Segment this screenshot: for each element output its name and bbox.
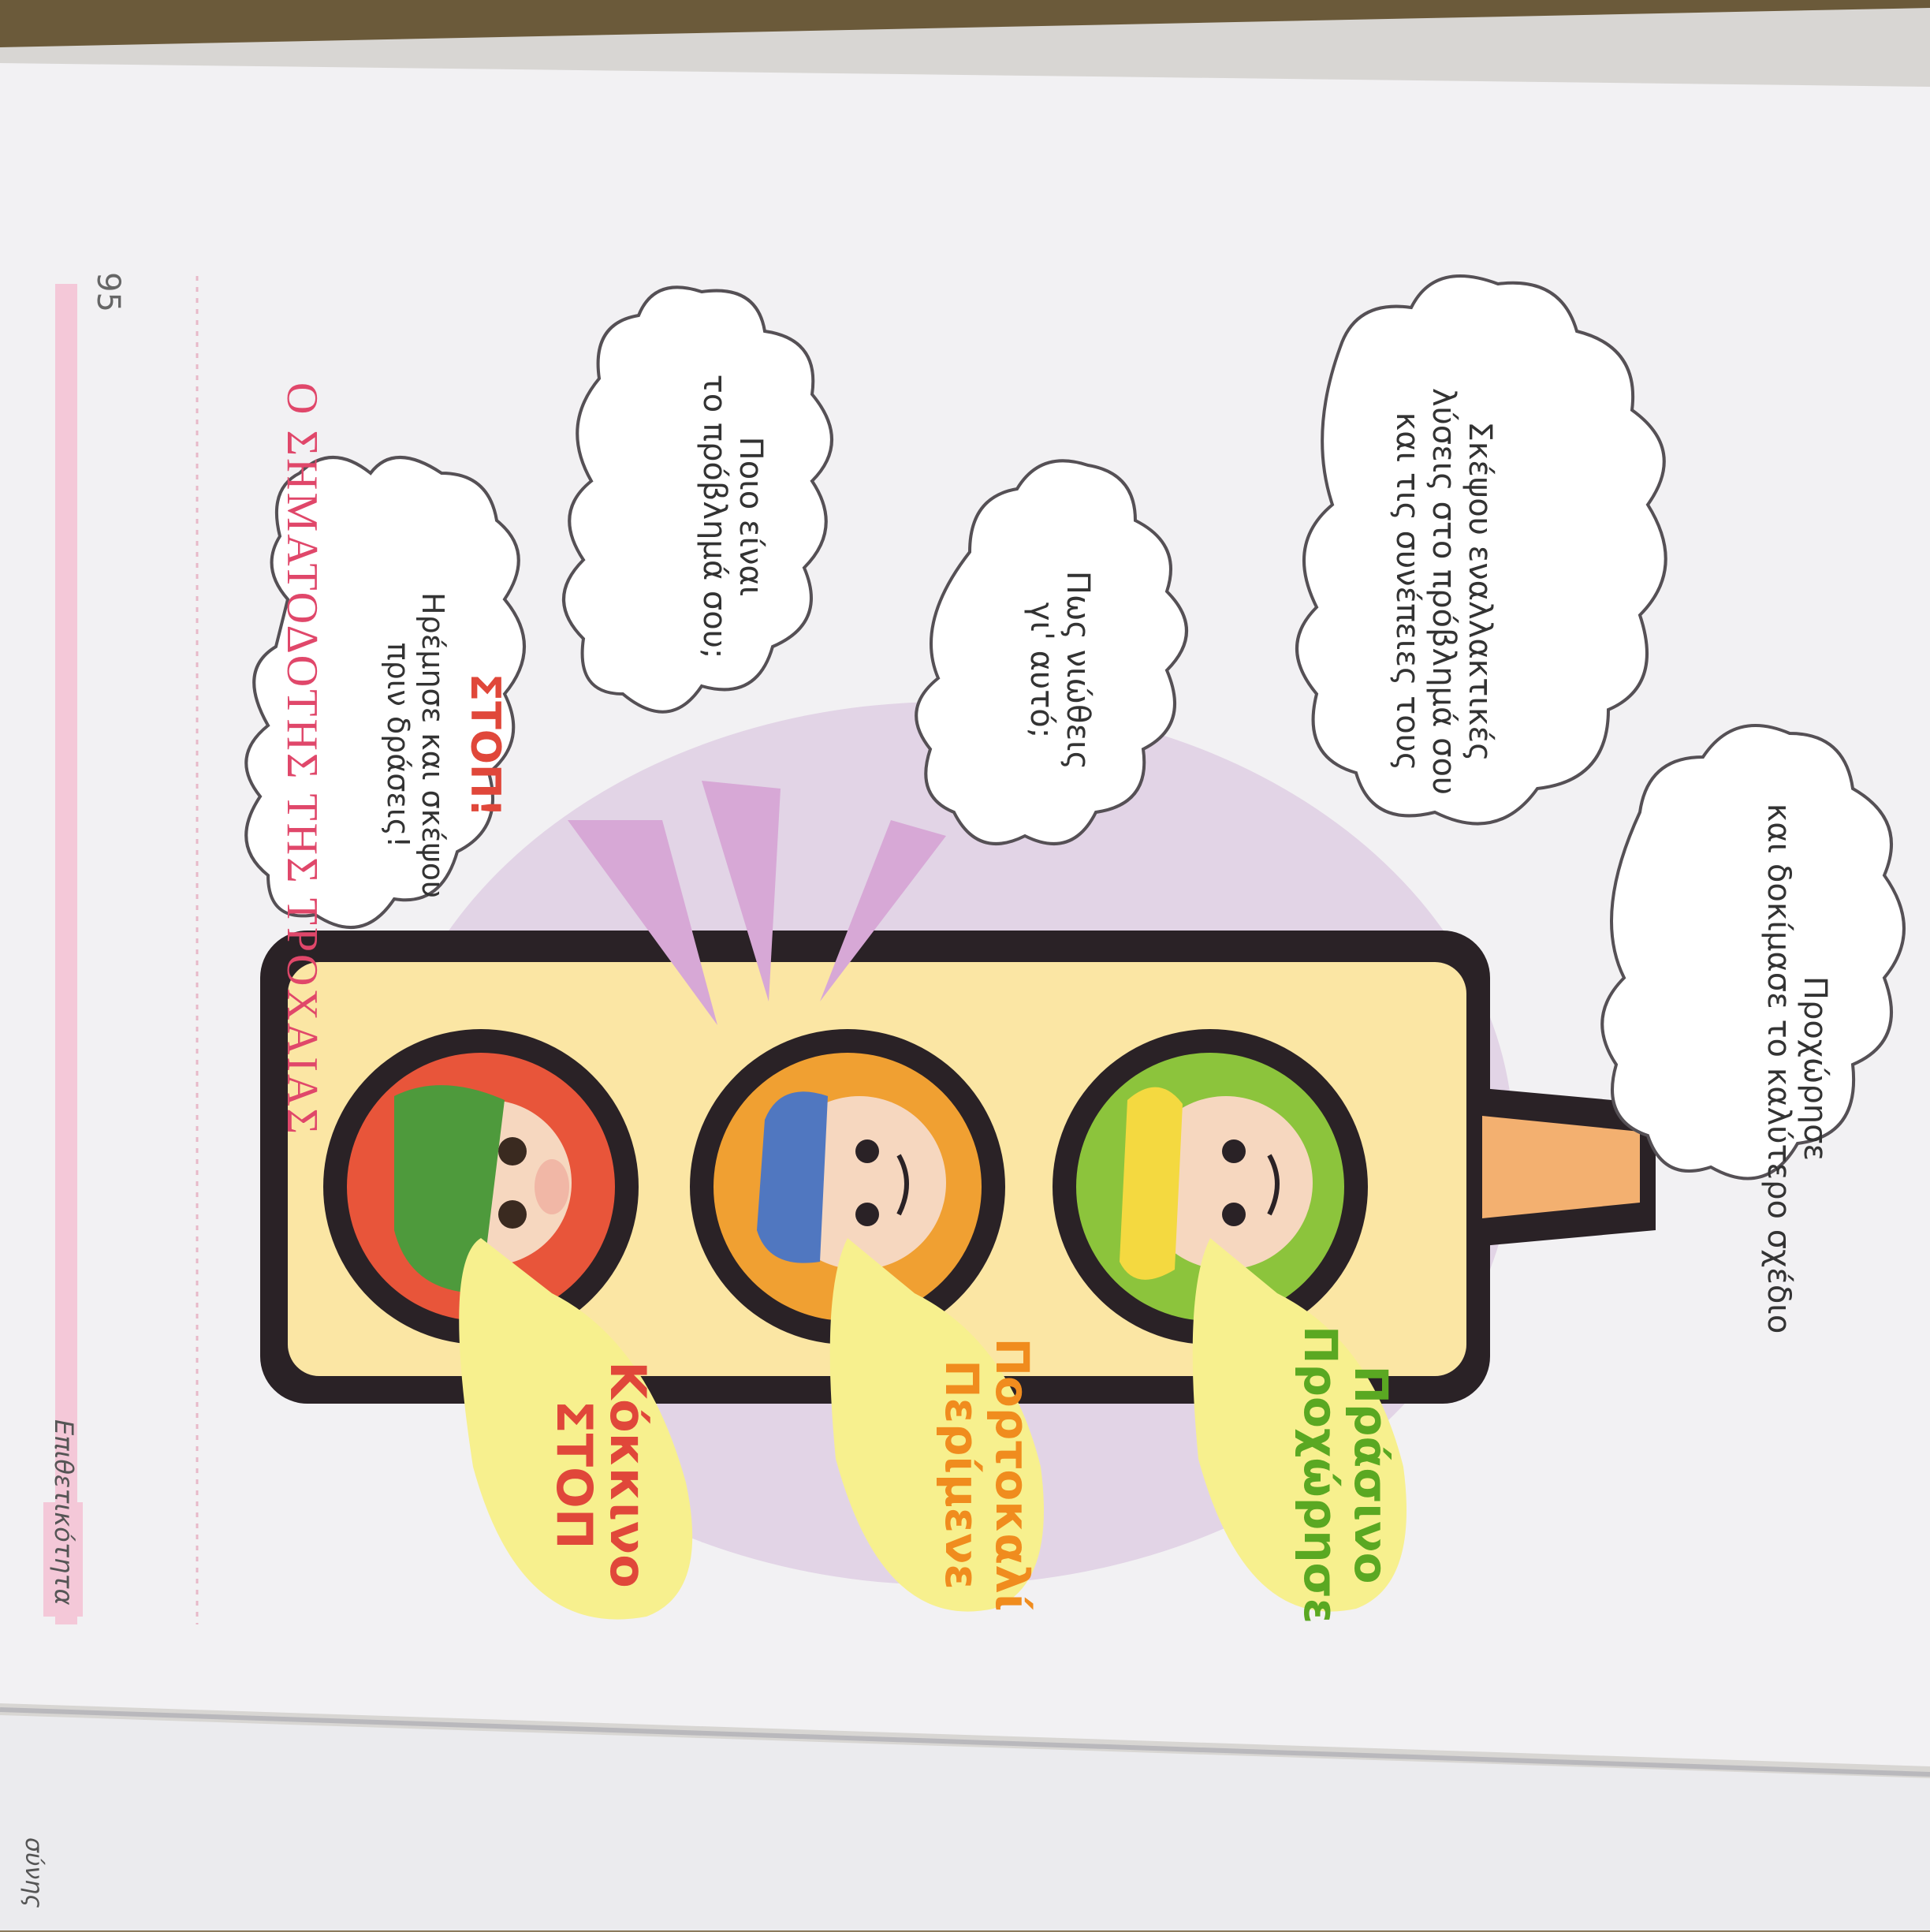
problem-bubble-text: Ποιο είναι το πρόβλημά σου;: [650, 343, 769, 690]
go-line-1: Προχώρησε: [1797, 975, 1833, 1162]
red-label-line-2: ΣΤΟΠ: [545, 1400, 603, 1550]
feel-bubble-text: Πως νιώθεις γι' αυτό;: [985, 505, 1096, 836]
feel-line-2: γι' αυτό;: [1023, 602, 1060, 739]
orange-label-line-1: Πορτοκαλί: [985, 1337, 1039, 1612]
red-light-label: Κόκκινο ΣΤΟΠ: [497, 1325, 657, 1624]
green-label-line-2: Προχώρησε: [1294, 1326, 1348, 1624]
feel-line-1: Πως νιώθεις: [1060, 570, 1096, 770]
stop-line-1: Ηρέμησε και σκέψου: [415, 592, 450, 898]
alternatives-line-1: Σκέψου εναλλακτικές: [1462, 421, 1498, 762]
alternatives-bubble-text: Σκέψου εναλλακτικές λύσεις στο πρόβλημά …: [1340, 347, 1498, 836]
go-line-2: και δοκίμασε το καλύτερο σχέδιο: [1760, 803, 1797, 1334]
orange-label-bubble: [829, 1238, 1044, 1612]
red-label-bubble: [459, 1238, 693, 1620]
cloud-bubbles: [244, 274, 1906, 1180]
problem-line-2: το πρόβλημά σου;: [696, 374, 732, 659]
orange-light-label: Πορτοκαλί Περίμενε: [879, 1309, 1039, 1640]
next-page: [0, 1715, 1930, 1930]
page-title: Ο ΣΗΜΑΤΟΔΟΤΗΣ ΤΗΣ ΤΡΟΧΑΙΑΣ: [278, 382, 326, 1137]
green-light-label: Πράσινο Προχώρησε: [1238, 1301, 1398, 1648]
alternatives-line-2: λύσεις στο πρόβλημά σου: [1425, 387, 1462, 796]
page-number: 95: [90, 272, 126, 312]
stop-heading: ΣΤΟΠ!: [461, 673, 509, 818]
green-label-line-1: Πράσινο: [1344, 1365, 1398, 1584]
green-label-bubble: [1192, 1238, 1407, 1612]
prev-page-fragment: σύνης: [20, 1837, 47, 1908]
problem-line-1: Ποιο είναι: [732, 436, 769, 597]
header-band: [55, 284, 77, 1624]
stop-line-2: πριν δράσεις!: [381, 642, 415, 849]
go-bubble-text: Προχώρησε και δοκίμασε το καλύτερο σχέδι…: [1715, 777, 1833, 1360]
stop-bubble-text: ΣΤΟΠ! Ηρέμησε και σκέψου πριν δράσεις!: [327, 548, 509, 942]
section-label: Επιθετικότητα: [49, 1419, 79, 1606]
orange-label-line-2: Περίμενε: [935, 1359, 989, 1590]
alternatives-line-3: και τις συνέπειες τους: [1389, 412, 1425, 771]
red-label-line-1: Κόκκινο: [599, 1361, 657, 1588]
